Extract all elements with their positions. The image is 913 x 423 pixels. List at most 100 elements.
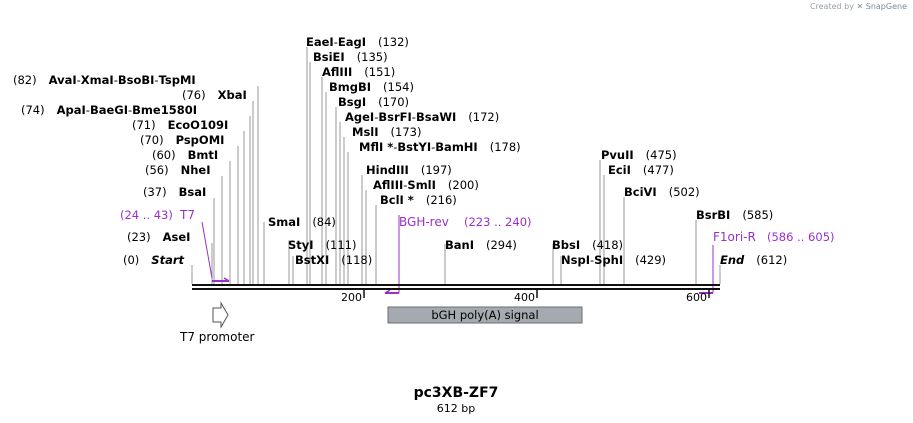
site-label[interactable]: (82)AvaI - XmaI - BsoBI - TspMI [13, 73, 196, 87]
separator: - [114, 73, 118, 87]
promoter-arrow-icon[interactable] [212, 301, 229, 329]
site-label[interactable]: AgeI - BsrFI - BsaWI (172) [345, 110, 499, 124]
enzyme-name: TspMI [159, 73, 196, 87]
separator: - [412, 110, 416, 124]
separator: - [128, 103, 132, 117]
site-position: (132) [378, 35, 409, 49]
primer-range: (223 .. 240) [464, 215, 532, 229]
site-label[interactable]: BmgBI(154) [329, 80, 414, 94]
credit-prefix: Created by [809, 2, 854, 11]
site-label[interactable]: (60) BmtI [152, 148, 218, 162]
enzyme-name: EaeI [306, 35, 334, 49]
site-label[interactable]: EaeI - EagI(132) [306, 35, 409, 49]
site-label[interactable]: BsrBI(585) [696, 208, 773, 222]
enzyme-name: PvuII [601, 148, 634, 162]
site-position: (429) [635, 253, 666, 267]
site-label[interactable]: BsgI(170) [338, 95, 409, 109]
site-label[interactable]: (37)BsaI [143, 185, 206, 199]
site-position: (23) [127, 230, 151, 244]
site-position: (60) [152, 148, 176, 162]
site-position: (154) [383, 80, 414, 94]
site-label[interactable]: AflIII (151) [322, 65, 395, 79]
site-label[interactable]: AflIII - SmlI(200) [373, 178, 479, 192]
snapgene-credit: Created by ✕ SnapGene [810, 2, 907, 11]
backbone-top-strand[interactable] [192, 284, 720, 286]
site-position: (475) [646, 148, 677, 162]
site-label[interactable]: BanI(294) [445, 238, 517, 252]
snapgene-logo-icon: ✕ [856, 2, 864, 11]
map-length: 612 bp [437, 402, 475, 415]
map-title: pc3XB-ZF7 [414, 385, 499, 401]
separator: - [86, 103, 90, 117]
site-label[interactable]: MslI(173) [352, 125, 421, 139]
enzyme-name: AseI [163, 230, 191, 244]
enzyme-name: StyI [288, 238, 314, 252]
site-label[interactable]: (23) AseI [127, 230, 190, 244]
enzyme-name: Start [151, 253, 184, 267]
site-label[interactable]: BbsI (418) [552, 238, 623, 252]
site-label[interactable]: NspI - SphI(429) [561, 253, 666, 267]
site-position: (151) [364, 65, 395, 79]
enzyme-name: BmtI [188, 148, 219, 162]
site-position: (477) [643, 163, 674, 177]
enzyme-name: BbsI [552, 238, 580, 252]
enzyme-name: AflIII [373, 178, 403, 192]
site-position: (111) [326, 238, 357, 252]
enzyme-name: End [720, 253, 745, 267]
site-label[interactable]: (76)XbaI [182, 88, 247, 102]
enzyme-name: BaeGI [90, 103, 128, 117]
site-position: (216) [426, 193, 457, 207]
enzyme-name: BciVI [624, 185, 657, 199]
enzyme-name: BsaI [179, 185, 207, 199]
ruler-label: 400 [514, 291, 535, 304]
site-label[interactable]: HindIII (197) [366, 163, 452, 177]
separator: - [403, 178, 407, 192]
site-position: (418) [592, 238, 623, 252]
site-label[interactable]: MflI * - BstYI - BamHI(178) [359, 140, 521, 154]
enzyme-name: BsrFI [378, 110, 411, 124]
site-label[interactable]: (0)Start [123, 253, 185, 267]
site-position: (197) [421, 163, 452, 177]
site-position: (172) [468, 110, 499, 124]
enzyme-name: EcoO109I [168, 118, 229, 132]
site-label[interactable]: (74)ApaI - BaeGI - Bme1580I [21, 103, 197, 117]
primer-name: T7 [179, 208, 195, 222]
enzyme-name: MflI * [359, 140, 393, 154]
ruler-label: 600 [686, 291, 707, 304]
enzyme-name: BsgI [338, 95, 366, 109]
backbone-bottom-strand[interactable] [192, 288, 720, 290]
site-label[interactable]: BsiEI (135) [313, 50, 388, 64]
site-label[interactable]: PvuII (475) [601, 148, 677, 162]
site-position: (294) [486, 238, 517, 252]
site-label[interactable]: BstXI(118) [295, 253, 372, 267]
enzyme-name: AgeI [345, 110, 374, 124]
site-label[interactable]: StyI (111) [288, 238, 357, 252]
ruler-label: 200 [341, 291, 362, 304]
enzyme-name: BclI * [380, 193, 414, 207]
enzyme-name: MslI [352, 125, 379, 139]
site-position: (178) [490, 140, 521, 154]
site-label[interactable]: (56)NheI [145, 163, 211, 177]
site-label[interactable]: SmaI(84) [268, 215, 336, 229]
enzyme-name: SphI [594, 253, 623, 267]
enzyme-name: BstXI [295, 253, 329, 267]
site-label[interactable]: (70)PspOMI [140, 133, 224, 147]
enzyme-name: EagI [338, 35, 366, 49]
enzyme-name: HindIII [366, 163, 409, 177]
enzyme-name: AflIII [322, 65, 352, 79]
site-label[interactable]: End(612) [720, 253, 787, 267]
site-position: (200) [448, 178, 479, 192]
site-label[interactable]: BciVI(502) [624, 185, 700, 199]
site-label[interactable]: EciI (477) [608, 163, 674, 177]
credit-brand: SnapGene [865, 2, 907, 11]
site-label[interactable]: (71)EcoO109I [132, 118, 228, 132]
feature-bgh-polya[interactable] [387, 306, 583, 324]
enzyme-name: BsaWI [416, 110, 456, 124]
feature-label: bGH poly(A) signal [431, 308, 538, 322]
site-position: (135) [357, 50, 388, 64]
enzyme-name: EciI [608, 163, 631, 177]
primer-arrowhead [384, 289, 391, 294]
separator: - [374, 110, 378, 124]
site-label[interactable]: BclI * (216) [380, 193, 457, 207]
enzyme-name: BsiEI [313, 50, 345, 64]
